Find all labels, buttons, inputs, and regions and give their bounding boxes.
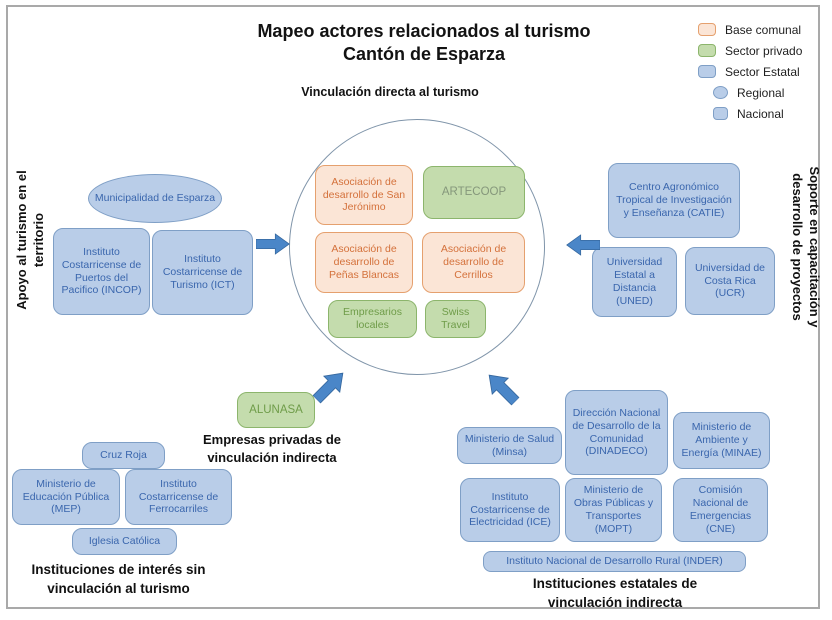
- box-cruz-roja: Cruz Roja: [82, 442, 165, 469]
- box-incop: Instituto Costarricense de Puertos del P…: [53, 228, 150, 315]
- legend-item-nacional: Nacional: [713, 106, 802, 121]
- page-title: Mapeo actores relacionados al turismo Ca…: [30, 20, 818, 66]
- legend-swatch-privado-icon: [698, 44, 716, 57]
- box-alunasa: ALUNASA: [237, 392, 315, 428]
- arrow-left-group-icon: [256, 233, 290, 255]
- side-label-left: Apoyo al turismo en el territorio: [11, 145, 51, 335]
- subtitle-direct-link: Vinculación directa al turismo: [301, 85, 479, 99]
- box-empresarios-locales: Empresarios locales: [328, 300, 417, 338]
- side-label-left-line1: Apoyo al turismo en el: [14, 170, 30, 310]
- label-interes-line1: Instituciones de interés sin: [31, 562, 206, 577]
- legend-swatch-nacional-icon: [713, 107, 728, 120]
- legend-item-sector-estatal: Sector Estatal: [698, 64, 802, 79]
- box-ferrocarriles: Instituto Costarricense de Ferrocarriles: [125, 469, 232, 525]
- box-iglesia-catolica: Iglesia Católica: [72, 528, 177, 555]
- box-minsa: Ministerio de Salud (Minsa): [457, 427, 562, 464]
- label-instituciones-estatales: Instituciones estatales de vinculación i…: [505, 574, 725, 612]
- legend-swatch-regional-circle-icon: [713, 86, 728, 99]
- legend-swatch-estatal-icon: [698, 65, 716, 78]
- legend-item-base-comunal: Base comunal: [698, 22, 802, 37]
- box-cne: Comisión Nacional de Emergencias (CNE): [673, 478, 768, 542]
- box-uned: Universidad Estatal a Distancia (UNED): [592, 247, 677, 317]
- box-ict: Instituto Costarricense de Turismo (ICT): [152, 230, 253, 315]
- legend-label: Nacional: [737, 106, 784, 121]
- legend: Base comunal Sector privado Sector Estat…: [698, 22, 802, 121]
- legend-swatch-comunal-icon: [698, 23, 716, 36]
- legend-label: Sector privado: [725, 43, 803, 58]
- arrow-bottom-center-icon: [312, 372, 344, 404]
- label-interes-line2: vinculación al turismo: [47, 581, 190, 597]
- central-circle: [289, 119, 545, 375]
- side-label-right-line1: Soporte en capacitación y: [806, 166, 822, 328]
- legend-item-sector-privado: Sector privado: [698, 43, 802, 58]
- title-line-1: Mapeo actores relacionados al turismo: [257, 21, 591, 41]
- box-artecoop: ARTECOOP: [423, 166, 525, 219]
- box-minae: Ministerio de Ambiente y Energía (MINAE): [673, 412, 770, 469]
- label-empresas-line2: vinculación indirecta: [207, 450, 337, 466]
- arrow-bottom-right-icon: [488, 374, 520, 406]
- legend-label: Base comunal: [725, 22, 802, 37]
- side-label-left-line2: territorio: [31, 212, 46, 268]
- title-line-2: Cantón de Esparza: [342, 44, 506, 64]
- box-dinadeco: Dirección Nacional de Desarrollo de la C…: [565, 390, 668, 475]
- box-swiss-travel: Swiss Travel: [425, 300, 486, 338]
- label-estatales-line2: vinculación indirecta: [547, 595, 683, 611]
- box-mopt: Ministerio de Obras Públicas y Transport…: [565, 478, 662, 542]
- label-empresas-privadas: Empresas privadas de vinculación indirec…: [182, 431, 362, 468]
- label-estatales-line1: Instituciones estatales de: [532, 576, 698, 591]
- label-instituciones-interes: Instituciones de interés sin vinculación…: [16, 560, 221, 598]
- box-asociacion-san-jeronimo: Asociación de desarrollo de San Jerónimo: [315, 165, 413, 225]
- side-label-right-line2: desarrollo de proyectos: [790, 173, 805, 321]
- legend-label: Regional: [737, 85, 785, 100]
- side-label-right: Soporte en capacitación y desarrollo de …: [785, 152, 825, 342]
- box-asociacion-penas-blancas: Asociación de desarrollo de Peñas Blanca…: [315, 232, 413, 293]
- legend-label: Sector Estatal: [725, 64, 800, 79]
- legend-item-regional: Regional: [713, 85, 802, 100]
- box-ice: Instituto Costarricense de Electricidad …: [460, 478, 560, 542]
- box-catie: Centro Agronómico Tropical de Investigac…: [608, 163, 740, 238]
- box-mep: Ministerio de Educación Pública (MEP): [12, 469, 120, 525]
- ellipse-municipalidad-esparza: Municipalidad de Esparza: [88, 174, 222, 223]
- box-ucr: Universidad de Costa Rica (UCR): [685, 247, 775, 315]
- box-inder: Instituto Nacional de Desarrollo Rural (…: [483, 551, 746, 572]
- box-asociacion-cerrillos: Asociación de desarrollo de Cerrillos: [422, 232, 525, 293]
- arrow-right-group-icon: [566, 234, 600, 256]
- outer-frame: [6, 5, 820, 609]
- label-empresas-line1: Empresas privadas de: [202, 432, 342, 447]
